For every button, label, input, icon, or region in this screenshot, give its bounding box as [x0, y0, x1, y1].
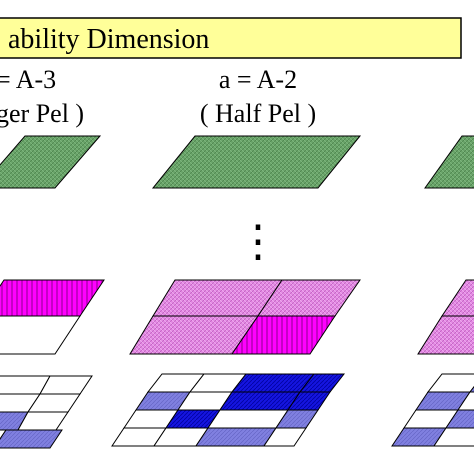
column-2-layer2-cell-br [231, 315, 336, 355]
column-2-base-layer [151, 135, 362, 189]
page-title: ability Dimension [8, 24, 209, 55]
column-3-base-layer [424, 135, 474, 189]
column-2-label: a = A-2 [219, 65, 297, 94]
column-3-layer3-grid [391, 373, 474, 447]
column-2-sublabel: ( Half Pel ) [200, 99, 316, 128]
column-3-layer2-bottom [417, 315, 474, 355]
ellipsis-dots: ⋮ [236, 217, 280, 266]
column-1-sublabel: ger Pel ) [0, 99, 84, 128]
column-1-layer2-bottom [0, 315, 81, 355]
column-1-layer2-top [0, 279, 105, 317]
column-1-layer3-grid [0, 375, 93, 449]
title-banner [0, 17, 462, 59]
column-1-label: = A-3 [0, 65, 56, 94]
column-3-layer2-top [441, 279, 474, 317]
column-1-base-layer [0, 135, 102, 189]
column-2-layer3-grid [111, 373, 346, 447]
